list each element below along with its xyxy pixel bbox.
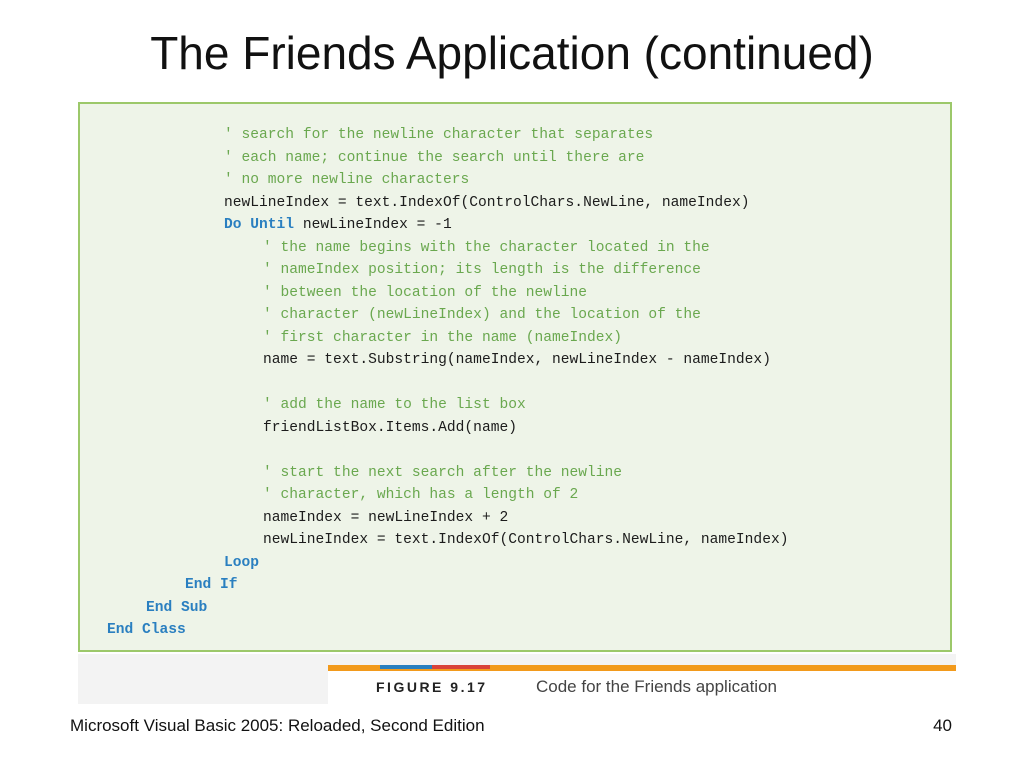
page-number: 40 xyxy=(933,716,952,735)
code-line: ' nameIndex position; its length is the … xyxy=(107,259,788,282)
code-comment: ' the name begins with the character loc… xyxy=(263,239,710,256)
code-comment: ' each name; continue the search until t… xyxy=(224,149,645,166)
code-comment: ' first character in the name (nameIndex… xyxy=(263,329,623,346)
code-plain: nameIndex = newLineIndex + 2 xyxy=(263,509,509,526)
code-line: ' character (newLineIndex) and the locat… xyxy=(107,304,788,327)
slide-title: The Friends Application (continued) xyxy=(150,27,874,79)
code-keyword: End Class xyxy=(107,622,186,638)
code-line: ' no more newline characters xyxy=(107,169,788,192)
code-plain: newLineIndex = text.IndexOf(ControlChars… xyxy=(263,532,789,548)
caption-stripe xyxy=(380,665,432,669)
code-listing: ' search for the newline character that … xyxy=(107,124,788,642)
code-line: newLineIndex = text.IndexOf(ControlChars… xyxy=(107,192,788,215)
code-plain: newLineIndex = -1 xyxy=(294,217,452,233)
code-comment: ' search for the newline character that … xyxy=(224,127,654,143)
code-line: End If xyxy=(107,574,788,597)
code-line: ' each name; continue the search until t… xyxy=(107,147,788,170)
code-line: newLineIndex = text.IndexOf(ControlChars… xyxy=(107,529,788,552)
code-keyword: Loop xyxy=(224,554,260,571)
code-comment: ' nameIndex position; its length is the … xyxy=(263,262,701,278)
caption-accent-bar xyxy=(328,665,956,671)
code-comment: ' between the location of the newline xyxy=(263,284,588,301)
code-line: ' add the name to the list box xyxy=(107,394,788,417)
code-comment: ' add the name to the list box xyxy=(263,397,526,413)
caption-stripe xyxy=(490,665,542,669)
code-plain: newLineIndex = text.IndexOf(ControlChars… xyxy=(224,194,750,211)
code-line: name = text.Substring(nameIndex, newLine… xyxy=(107,349,788,372)
code-keyword: Do Until xyxy=(224,217,295,233)
code-line: friendListBox.Items.Add(name) xyxy=(107,417,788,440)
code-line xyxy=(107,439,788,462)
code-line: Loop xyxy=(107,552,788,575)
code-line: ' between the location of the newline xyxy=(107,282,788,305)
caption-stripe xyxy=(432,665,490,669)
figure-caption: Code for the Friends application xyxy=(536,677,777,696)
code-panel: ' search for the newline character that … xyxy=(78,102,952,652)
code-line: End Sub xyxy=(107,597,788,620)
code-comment: ' character (newLineIndex) and the locat… xyxy=(263,307,701,323)
code-line: End Class xyxy=(107,619,788,642)
code-line: ' the name begins with the character loc… xyxy=(107,237,788,260)
code-line xyxy=(107,372,788,395)
code-line: Do Until newLineIndex = -1 xyxy=(107,214,788,237)
figure-caption-area: FIGURE 9.17 Code for the Friends applica… xyxy=(78,654,956,704)
code-line: nameIndex = newLineIndex + 2 xyxy=(107,507,788,530)
code-comment: ' no more newline characters xyxy=(224,172,470,188)
code-plain: friendListBox.Items.Add(name) xyxy=(263,419,517,436)
code-keyword: End If xyxy=(185,577,238,593)
figure-label: FIGURE 9.17 xyxy=(376,679,488,695)
code-line: ' start the next search after the newlin… xyxy=(107,462,788,485)
code-comment: ' character, which has a length of 2 xyxy=(263,487,579,503)
code-line: ' search for the newline character that … xyxy=(107,124,788,147)
caption-content: FIGURE 9.17 Code for the Friends applica… xyxy=(328,671,956,704)
code-line: ' character, which has a length of 2 xyxy=(107,484,788,507)
code-keyword: End Sub xyxy=(146,599,208,616)
code-plain: name = text.Substring(nameIndex, newLine… xyxy=(263,352,771,368)
code-line: ' first character in the name (nameIndex… xyxy=(107,327,788,350)
footer-text: Microsoft Visual Basic 2005: Reloaded, S… xyxy=(70,716,485,735)
code-comment: ' start the next search after the newlin… xyxy=(263,464,623,481)
